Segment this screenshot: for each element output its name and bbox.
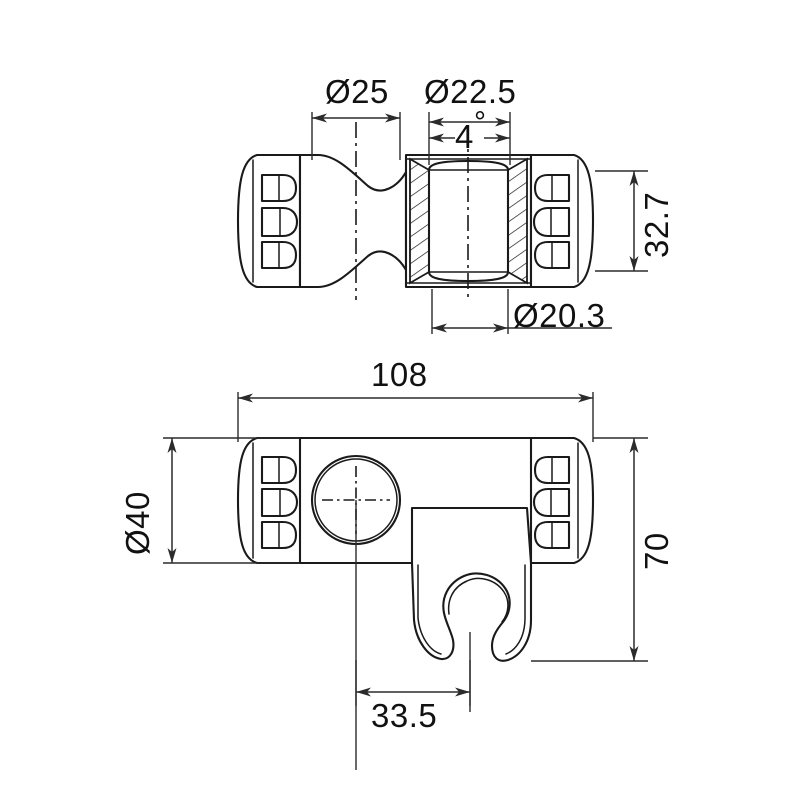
front-left-rib-1 — [260, 455, 298, 485]
top-section-view: Ø25 Ø22.5 4 ° 32.7 — [236, 73, 675, 334]
boss-wall-left-hatch — [409, 157, 430, 285]
left-cap-rib-3 — [260, 240, 298, 270]
h32-7-label: 32.7 — [638, 192, 675, 258]
front-right-rib-3 — [533, 520, 571, 550]
dimension-32-7: 32.7 — [595, 170, 675, 272]
front-view: 108 Ø40 70 33.5 — [119, 356, 675, 770]
left-cap-rib-1 — [260, 173, 298, 203]
d20-3-label: Ø20.3 — [513, 297, 605, 334]
angle4-label: 4 — [455, 118, 474, 155]
boss-wall-right-hatch — [507, 157, 528, 285]
handset-cradle-hook — [410, 506, 533, 662]
dimension-d20-3: Ø20.3 — [431, 289, 612, 334]
right-cap-assembly — [529, 153, 595, 289]
dimension-108: 108 — [237, 356, 594, 442]
d40-label: Ø40 — [119, 491, 156, 555]
cradle-outline — [410, 506, 533, 662]
dimension-d25: Ø25 — [311, 73, 401, 160]
waist-body-outline — [298, 153, 408, 289]
dimension-70: 70 — [531, 437, 675, 662]
cradle-inner-arc — [447, 577, 509, 623]
left-cap-assembly — [236, 153, 302, 289]
len108-label: 108 — [371, 356, 428, 393]
right-cap-rib-1 — [533, 173, 571, 203]
left-cap-rib-split-lines — [278, 174, 281, 269]
front-left-rib-3 — [260, 520, 298, 550]
front-left-rib-split-lines — [278, 456, 281, 549]
angle4-degree-symbol: ° — [474, 106, 486, 139]
waist-body-left — [298, 153, 408, 289]
front-left-rib-2 — [260, 487, 299, 518]
right-cap-rib-2 — [532, 206, 571, 238]
front-right-rib-2 — [532, 487, 571, 518]
left-cap-rib-2 — [260, 206, 299, 238]
right-cap-rib-split-lines — [550, 174, 553, 269]
cradle-inner-wall-lines — [417, 564, 526, 655]
dimension-33-5: 33.5 — [355, 660, 471, 734]
front-right-cap — [529, 436, 595, 565]
dimension-d40: Ø40 — [119, 437, 300, 564]
front-right-rib-split-lines — [550, 456, 553, 549]
d22-5-label: Ø22.5 — [424, 73, 516, 110]
right-cap-rib-3 — [533, 240, 571, 270]
d25-label: Ø25 — [325, 73, 389, 110]
dimension-angle-4: 4 ° — [429, 106, 510, 155]
w33-5-label: 33.5 — [371, 697, 437, 734]
front-right-rib-1 — [533, 455, 571, 485]
h70-label: 70 — [638, 532, 675, 570]
front-left-cap — [236, 436, 302, 565]
dimension-d22-5: Ø22.5 — [424, 73, 516, 165]
